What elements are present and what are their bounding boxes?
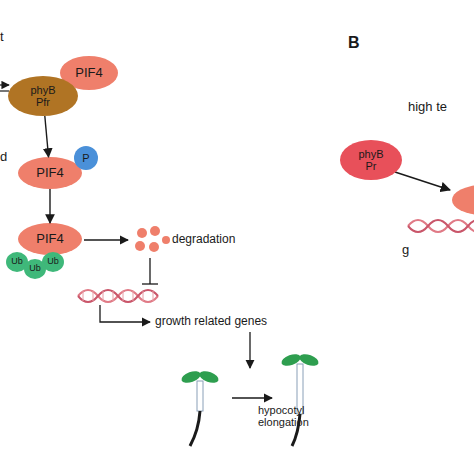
node-text: PIF4 (36, 166, 63, 180)
phosphate-circle: P (74, 146, 98, 170)
node-text: Ub (47, 257, 59, 267)
cut-text: g (402, 243, 409, 257)
cut-title: high te (408, 100, 447, 114)
process-label: degradation (172, 233, 235, 246)
panel-letter: B (348, 34, 360, 52)
dna-helix (78, 290, 158, 302)
gene-label: growth related genes (155, 315, 267, 328)
elongation-arrow (232, 397, 272, 398)
cut-protein (452, 185, 474, 215)
degradation-arrow (84, 239, 128, 240)
interaction-arrow (395, 172, 450, 190)
reaction-arrow (49, 189, 50, 223)
reaction-arrow (45, 116, 49, 157)
node-text: phyB Pr (353, 148, 389, 172)
inhibition-line (142, 258, 158, 284)
protein-ellipse: PIF4 (18, 223, 82, 255)
cut-title: t (0, 30, 4, 44)
node-text: PIF4 (36, 232, 63, 246)
protein-ellipse: PIF4 (18, 157, 82, 189)
ubiquitin-circle: Ub (24, 259, 46, 279)
node-text: phyB Pfr (25, 84, 61, 108)
node-text: P (82, 152, 89, 164)
transcription-arrow (100, 305, 150, 322)
seedling-tall (280, 352, 320, 446)
node-text: Ub (29, 264, 41, 274)
phenotype-label: hypocotyl elongation (258, 404, 320, 428)
photoreceptor-ellipse: phyB Pr (340, 140, 402, 180)
node-text: PIF4 (75, 66, 102, 80)
equilibrium-arrow (0, 85, 9, 91)
growth-arrow (249, 332, 250, 368)
seedling-short (180, 369, 220, 446)
photoreceptor-ellipse: phyB Pfr (8, 76, 78, 116)
degraded-fragments (135, 226, 170, 252)
dna-helix (408, 220, 474, 232)
cut-text: d (0, 150, 7, 164)
node-text: Ub (11, 257, 23, 267)
